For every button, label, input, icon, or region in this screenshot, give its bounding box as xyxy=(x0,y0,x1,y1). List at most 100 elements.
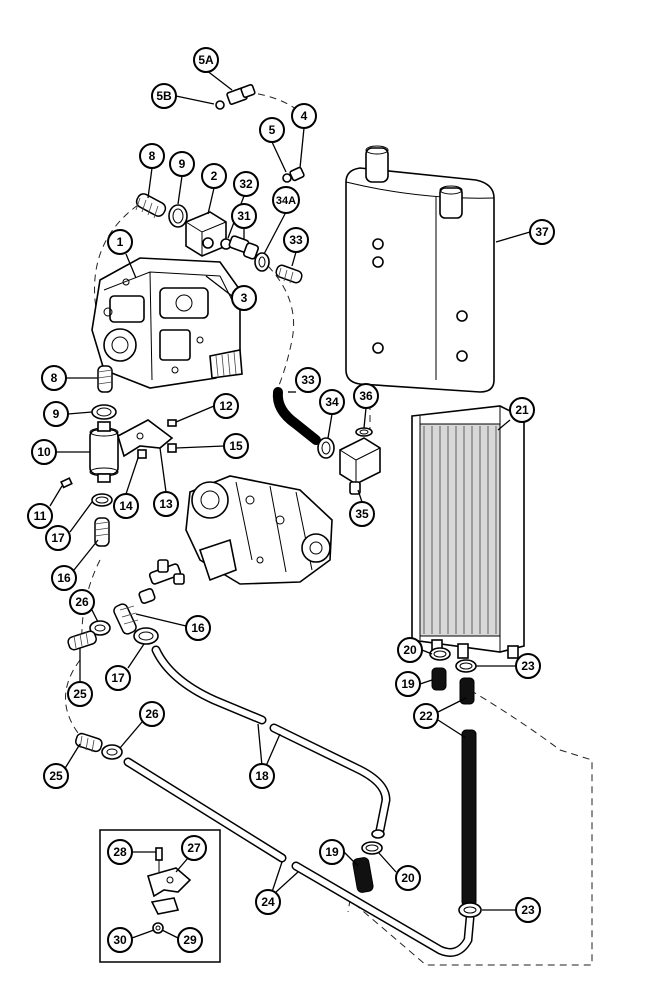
callout-label: 31 xyxy=(237,209,251,223)
callout-label: 5 xyxy=(269,123,276,137)
hose-8-lower xyxy=(97,365,113,393)
callout-label: 19 xyxy=(401,677,415,691)
callout-9: 9 xyxy=(43,401,69,427)
callout-label: 23 xyxy=(521,659,535,673)
callout-35: 35 xyxy=(349,501,375,527)
callout-17: 17 xyxy=(105,665,131,691)
callout-label: 27 xyxy=(187,841,201,855)
callout-label: 17 xyxy=(51,531,65,545)
callout-label: 16 xyxy=(57,571,71,585)
callout-34a: 34A xyxy=(272,186,300,214)
callout-label: 28 xyxy=(113,845,127,859)
callout-33: 33 xyxy=(283,227,309,253)
callout-36: 36 xyxy=(353,383,379,409)
callout-10: 10 xyxy=(31,439,57,465)
callout-23: 23 xyxy=(515,653,541,679)
clamp-17-upper xyxy=(91,493,113,507)
callout-label: 5A xyxy=(198,53,214,67)
callout-29: 29 xyxy=(177,927,203,953)
callout-label: 4 xyxy=(301,109,308,123)
hose-19-upper xyxy=(431,667,447,691)
callout-label: 24 xyxy=(261,895,275,909)
callout-20: 20 xyxy=(397,637,423,663)
callout-label: 18 xyxy=(255,769,269,783)
callout-label: 15 xyxy=(229,439,243,453)
filter-10 xyxy=(89,421,119,483)
callout-label: 26 xyxy=(145,707,159,721)
callout-label: 25 xyxy=(73,687,87,701)
callout-label: 21 xyxy=(515,403,529,417)
clamp-9-top xyxy=(168,204,188,228)
callout-label: 11 xyxy=(34,509,47,523)
clamp-23-upper xyxy=(455,659,477,673)
valve-2 xyxy=(185,211,227,257)
hose-33-top xyxy=(275,264,303,284)
callout-label: 29 xyxy=(183,933,197,947)
clamp-20-lower xyxy=(361,841,383,855)
callout-label: 17 xyxy=(111,671,125,685)
gear-pump xyxy=(185,475,333,585)
callout-label: 33 xyxy=(289,233,303,247)
callout-1: 1 xyxy=(107,229,133,255)
callout-label: 20 xyxy=(403,643,417,657)
clamp-34 xyxy=(317,437,335,459)
callout-label: 1 xyxy=(117,235,124,249)
callout-27: 27 xyxy=(181,835,207,861)
callout-label: 3 xyxy=(241,291,248,305)
callout-34: 34 xyxy=(319,389,345,415)
clamp-17-lower xyxy=(133,627,159,645)
callout-14: 14 xyxy=(113,493,139,519)
callout-31: 31 xyxy=(231,203,257,229)
callout-label: 5B xyxy=(156,89,172,103)
callout-label: 26 xyxy=(75,595,89,609)
callout-37: 37 xyxy=(529,219,555,245)
callout-4: 4 xyxy=(291,103,317,129)
clamp-26-upper xyxy=(89,620,111,636)
callout-19: 19 xyxy=(395,671,421,697)
callout-3: 3 xyxy=(231,285,257,311)
clamp-26-lower xyxy=(101,744,123,760)
callout-22: 22 xyxy=(413,703,439,729)
callout-16: 16 xyxy=(51,565,77,591)
callout-24: 24 xyxy=(255,889,281,915)
callout-label: 13 xyxy=(159,497,173,511)
callout-label: 9 xyxy=(53,407,60,421)
hose-22-short xyxy=(459,677,475,705)
callout-19: 19 xyxy=(319,839,345,865)
callout-9: 9 xyxy=(169,151,195,177)
callout-label: 25 xyxy=(49,769,63,783)
callout-32: 32 xyxy=(233,171,259,197)
tube-18 xyxy=(151,645,391,839)
hose-25-lower xyxy=(75,732,103,753)
callout-8: 8 xyxy=(139,143,165,169)
callout-label: 10 xyxy=(37,445,51,459)
callout-label: 35 xyxy=(355,507,369,521)
callout-label: 22 xyxy=(419,709,433,723)
pump-1 xyxy=(91,257,243,389)
callout-label: 32 xyxy=(239,177,253,191)
leader-lines xyxy=(49,69,531,939)
hose-33-lower xyxy=(272,387,321,445)
clamp-23-lower xyxy=(458,902,482,918)
callout-8: 8 xyxy=(41,365,67,391)
callout-11: 11 xyxy=(27,503,53,529)
hose-22-long xyxy=(461,729,477,907)
callout-label: 9 xyxy=(179,157,186,171)
callout-23: 23 xyxy=(515,897,541,923)
callout-25: 25 xyxy=(67,681,93,707)
callout-label: 33 xyxy=(301,373,315,387)
callout-5a: 5A xyxy=(193,47,219,73)
callout-26: 26 xyxy=(69,589,95,615)
callout-label: 34A xyxy=(276,195,296,207)
callout-label: 2 xyxy=(211,169,218,183)
fitting-35 xyxy=(339,437,381,495)
oil-cooler-21 xyxy=(411,405,525,659)
fitting-31-32 xyxy=(220,235,259,260)
callout-label: 14 xyxy=(119,499,133,513)
callout-5b: 5B xyxy=(151,83,177,109)
callout-30: 30 xyxy=(107,927,133,953)
callout-label: 16 xyxy=(191,621,205,635)
hose-8-top xyxy=(135,193,167,219)
callout-13: 13 xyxy=(153,491,179,517)
nipple-5-4 xyxy=(282,166,305,183)
